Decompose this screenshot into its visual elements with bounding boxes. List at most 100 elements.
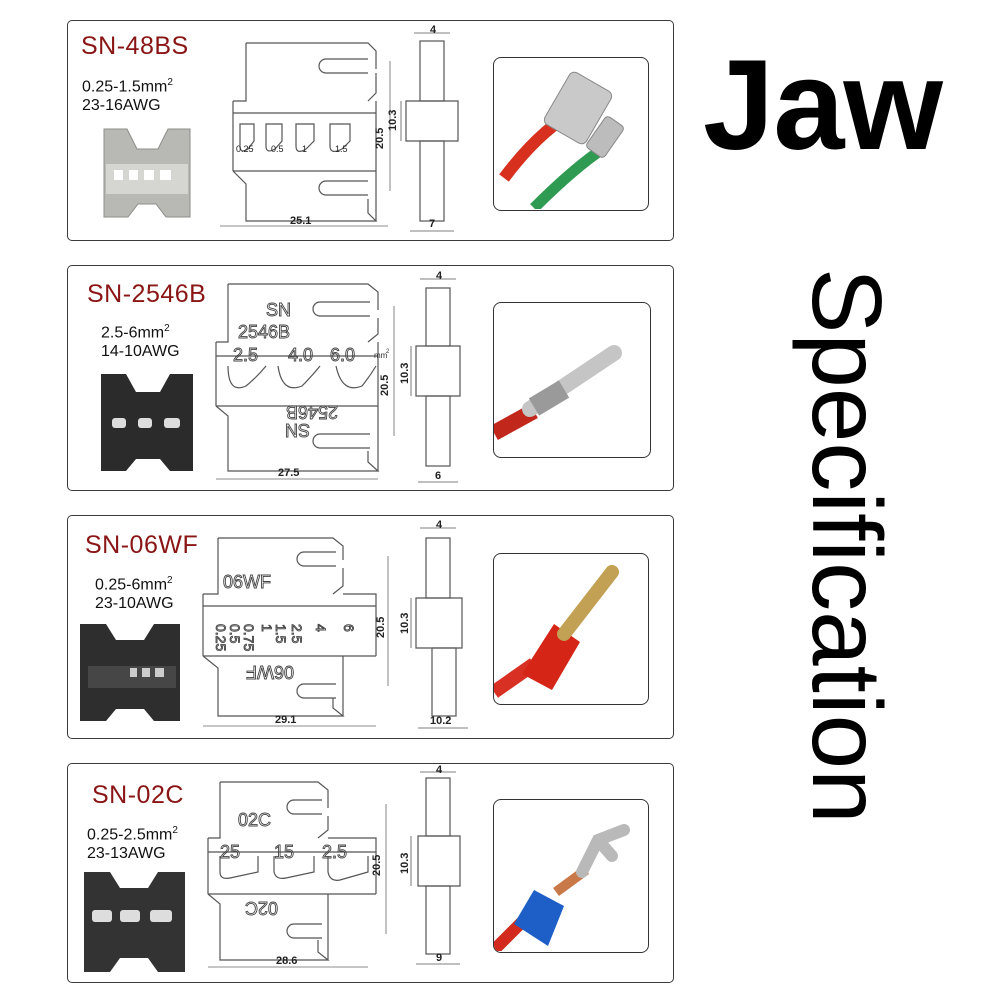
range-sup: 2 [167, 77, 173, 88]
dimension-labels: 27.5 20.5 [278, 375, 391, 479]
awg-range: 23-16AWG [82, 97, 161, 115]
terminal-icon [499, 71, 624, 210]
title-jaw: Jaw [703, 34, 943, 177]
die-label: 15 [274, 842, 294, 862]
die-unit-sup: 2 [386, 349, 390, 355]
die-outline [232, 42, 378, 222]
dimension-lines [203, 556, 389, 727]
dim-width: 29.1 [275, 714, 296, 726]
side-dimension-labels: 4 6 10.3 [399, 270, 443, 482]
die-markings: SN 2546B 2.5 4.0 6.0 2546B SN [233, 300, 356, 441]
model-name: SN-02C [92, 781, 184, 809]
die-marking-top: 2546B [238, 322, 290, 342]
terminal-icon [494, 345, 622, 441]
die-label: 1.5 [335, 144, 348, 154]
dim-height: 20.5 [379, 375, 391, 396]
die-markings: 06WF 0.25 0.5 0.75 1 1.5 2.5 4 6 06WF [213, 572, 358, 683]
dim-height: 20.5 [375, 617, 387, 638]
die-label: 2.5 [322, 842, 347, 862]
die-label: 0.25 [236, 144, 254, 154]
die-label: 6 [341, 624, 357, 632]
spec-text: 2.5-6mm2 14-10AWG [101, 319, 180, 361]
range-mm: 0.25-2.5mm [87, 826, 173, 844]
dim-top: 4 [430, 24, 437, 36]
dim-inner: 10.3 [399, 853, 411, 874]
dimension-labels: 29.1 20.5 [275, 617, 387, 726]
dim-height: 20.5 [374, 128, 386, 149]
side-view [410, 527, 468, 729]
dimension-lines [220, 61, 391, 227]
dim-width: 28.6 [276, 955, 297, 967]
dim-bottom: 6 [435, 470, 441, 482]
die-label: 25 [220, 842, 240, 862]
awg-range: 23-10AWG [95, 595, 174, 613]
die-outline [207, 781, 377, 961]
die-marking-bottom: SN [285, 420, 310, 440]
jaw-photo [80, 624, 180, 721]
die-unit-label: mm [374, 351, 388, 360]
die-label: 2.5 [233, 345, 258, 365]
dim-height: 20.5 [371, 855, 383, 876]
jaw-photo [101, 374, 193, 471]
die-label: 1.5 [273, 624, 289, 644]
range-mm: 0.25-6mm [95, 576, 168, 594]
jaw-diagram: 0.25 0.5 1 1.5 25.1 20.5 4 7 10.3 [103, 24, 459, 232]
side-view [400, 32, 459, 232]
die-label: 0.25 [213, 624, 229, 651]
dimension-labels: 25.1 20.5 [290, 128, 386, 227]
title-specification: Specification [792, 268, 902, 824]
die-label: 0.5 [227, 624, 243, 644]
die-marking-bottom: 06WF [246, 662, 294, 682]
awg-range: 23-13AWG [87, 845, 166, 863]
dim-width: 25.1 [290, 215, 311, 227]
jaw-diagram: 02C 25 15 2.5 02C 28.6 20.5 4 9 10.3 [84, 764, 461, 972]
die-marking-top: SN [266, 300, 291, 320]
dimension-lines [208, 804, 387, 968]
die-label: 4.0 [288, 345, 313, 365]
dim-bottom: 9 [436, 952, 442, 964]
terminal-photo [493, 302, 651, 458]
spec-text: 0.25-6mm2 23-10AWG [95, 571, 174, 613]
range-sup: 2 [167, 575, 173, 586]
side-dimension-labels: 4 7 10.3 [387, 24, 437, 230]
awg-range: 14-10AWG [101, 343, 180, 361]
die-marking-top: 06WF [223, 572, 271, 592]
side-view [410, 771, 461, 965]
jaw-card-sn-48bs: SN-48BS 0.25-1.5mm2 23-16AWG 0.25 0.5 1 … [67, 20, 674, 241]
die-outline [215, 283, 380, 472]
dim-bottom: 10.2 [430, 715, 451, 727]
die-label: 2.5 [289, 624, 305, 644]
die-label: 4 [313, 624, 329, 632]
model-name: SN-06WF [85, 531, 199, 559]
dim-top: 4 [436, 270, 443, 282]
side-dimension-labels: 4 9 10.3 [399, 764, 443, 964]
die-marking-bottom: 2546B [286, 402, 338, 422]
dim-bottom: 7 [429, 218, 435, 230]
dim-inner: 10.3 [387, 110, 399, 131]
terminal-photo [493, 57, 649, 211]
jaw-card-sn-2546b: SN-2546B 2.5-6mm2 14-10AWG SN 2546B 2.5 … [67, 265, 674, 491]
terminal-icon [494, 824, 630, 952]
die-label: 1 [302, 144, 307, 154]
dimension-labels: 28.6 20.5 [276, 855, 383, 967]
terminal-icon [494, 565, 619, 698]
die-markings: 02C 25 15 2.5 02C [220, 810, 348, 919]
die-outline [202, 537, 377, 717]
die-label: 0.5 [271, 144, 284, 154]
terminal-photo [493, 553, 649, 705]
dim-top: 4 [436, 519, 443, 531]
jaw-card-sn-02c: SN-02C 0.25-2.5mm2 23-13AWG 02C 25 15 2.… [67, 763, 674, 983]
jaw-photo [84, 872, 185, 972]
die-labels: 0.25 0.5 1 1.5 [236, 144, 348, 154]
dim-top: 4 [436, 764, 443, 776]
range-mm: 2.5-6mm [101, 324, 165, 342]
terminal-photo [493, 799, 649, 953]
spec-text: 0.25-2.5mm2 23-13AWG [87, 821, 178, 863]
side-dimension-labels: 4 10.2 10.3 [399, 519, 451, 727]
die-label: 1 [259, 624, 275, 632]
jaw-photo [103, 128, 191, 218]
die-unit: mm 2 [374, 349, 390, 360]
side-view [410, 278, 461, 483]
dim-inner: 10.3 [399, 613, 411, 634]
die-label: 0.75 [241, 624, 257, 651]
